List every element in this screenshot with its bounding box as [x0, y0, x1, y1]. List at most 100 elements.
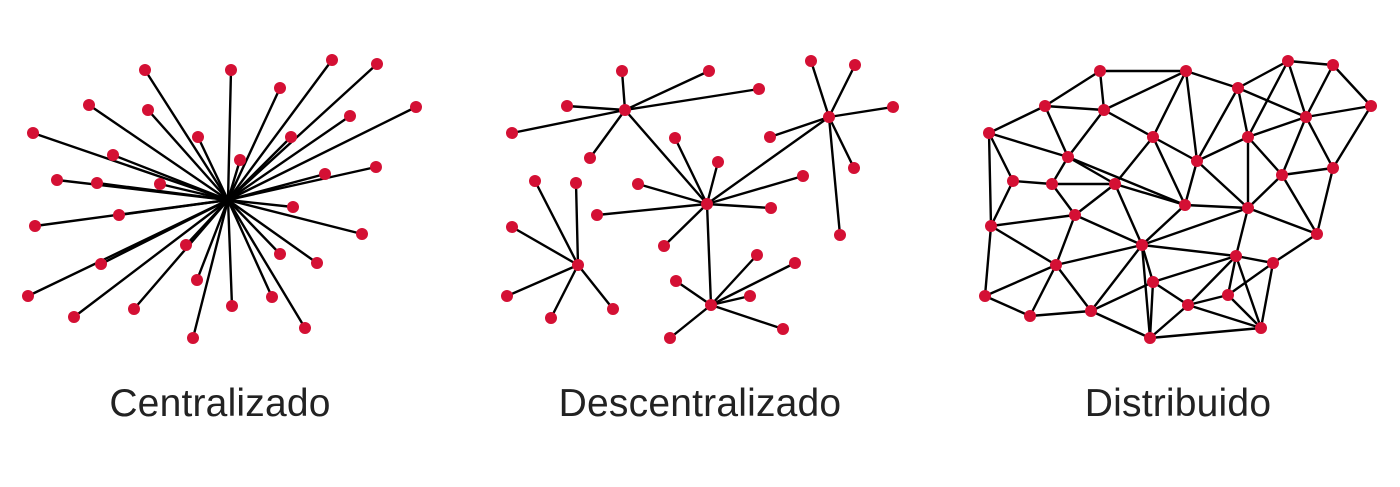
centralized-node [299, 322, 311, 334]
decentralized-node [753, 83, 765, 95]
decentralized-node [789, 257, 801, 269]
distributed-node [1179, 199, 1191, 211]
distributed-edge [1140, 203, 1187, 247]
distributed-node [1242, 131, 1254, 143]
distributed-node [1300, 111, 1312, 123]
centralized-node [187, 332, 199, 344]
distributed-edge [1043, 69, 1102, 108]
decentralized-edge [510, 108, 627, 135]
decentralized-edge [623, 108, 709, 206]
centralized-edge [146, 108, 230, 202]
distributed-edge [983, 224, 993, 298]
distributed-edge [1183, 159, 1199, 207]
distributed-edge [1073, 182, 1117, 217]
distributed-edge [1304, 104, 1373, 119]
distributed-edge [1028, 309, 1093, 318]
decentralized-network-diagram [501, 55, 899, 344]
decentralized-edge [595, 202, 709, 217]
decentralized-node [570, 177, 582, 189]
centralized-edge [226, 86, 282, 202]
decentralized-edge [705, 115, 831, 206]
distributed-edge [987, 131, 993, 228]
decentralized-edge [668, 303, 713, 340]
distributed-edge [1195, 135, 1250, 163]
distributed-edge [1151, 69, 1188, 139]
distributed-edge [1043, 104, 1070, 159]
distributed-node [1180, 65, 1192, 77]
distributed-node [1282, 55, 1294, 67]
distributed-edge [987, 104, 1047, 135]
distributed-edge [1184, 69, 1240, 90]
decentralized-edge [709, 303, 785, 331]
distributed-node [1311, 228, 1323, 240]
centralized-edge [132, 198, 230, 311]
decentralized-edge [533, 179, 580, 267]
distributed-edge [1148, 280, 1155, 340]
distributed-edge [1186, 293, 1230, 307]
decentralized-edge [623, 87, 761, 112]
decentralized-edge [620, 69, 627, 112]
distributed-edge [1151, 135, 1187, 207]
distributed-edge [1140, 206, 1250, 247]
distributed-node [1232, 82, 1244, 94]
distributed-edge [1195, 86, 1240, 163]
distributed-edge [1226, 254, 1238, 297]
centralized-edge [196, 135, 230, 202]
centralized-edge [143, 68, 230, 202]
centralized-edge [226, 158, 242, 202]
centralized-edge [226, 58, 334, 202]
decentralized-node [572, 259, 584, 271]
centralized-node [319, 168, 331, 180]
centralized-edge [111, 153, 230, 202]
centralized-network-diagram [22, 54, 422, 344]
distributed-edge [989, 224, 1058, 267]
distributed-node [1255, 322, 1267, 334]
centralized-edge [226, 198, 234, 308]
distributed-edge [1050, 182, 1077, 217]
distributed-node [1098, 104, 1110, 116]
decentralized-node [658, 240, 670, 252]
centralized-node [139, 64, 151, 76]
distributed-edge [1140, 243, 1152, 340]
distributed-node [1147, 276, 1159, 288]
decentralized-edge [565, 104, 627, 112]
distributed-edge [1102, 108, 1155, 139]
distributed-node [1147, 131, 1159, 143]
distributed-edge [1280, 115, 1308, 177]
decentralized-edge [574, 181, 580, 267]
distributed-caption: Distribuido [1084, 382, 1272, 425]
decentralized-node [703, 65, 715, 77]
decentralized-node [805, 55, 817, 67]
distributed-node [1136, 239, 1148, 251]
decentralized-node [887, 101, 899, 113]
distributed-edge [1195, 159, 1250, 210]
decentralized-edge [705, 202, 713, 307]
distributed-edge [1184, 69, 1199, 163]
distributed-node [1050, 259, 1062, 271]
decentralized-node [506, 221, 518, 233]
decentralized-edge [623, 69, 711, 112]
distributed-edge [987, 131, 1015, 183]
distributed-edge [1271, 232, 1319, 265]
distributed-node [1046, 178, 1058, 190]
distributed-node [1109, 178, 1121, 190]
centralized-node [285, 131, 297, 143]
distributed-edge [1089, 280, 1155, 313]
distributed-edge [1186, 303, 1263, 330]
distributed-edge [1151, 254, 1238, 284]
distributed-edge [1304, 63, 1335, 119]
centralized-node [370, 161, 382, 173]
decentralized-node [848, 162, 860, 174]
centralized-node [191, 274, 203, 286]
distributed-node [1144, 332, 1156, 344]
distributed-edge [987, 131, 1070, 159]
decentralized-edge [705, 174, 805, 206]
distributed-edge [1286, 59, 1335, 67]
centralized-node [311, 257, 323, 269]
decentralized-node [751, 249, 763, 261]
distributed-edge [983, 263, 1058, 298]
centralized-node [192, 131, 204, 143]
decentralized-edge [588, 108, 627, 160]
centralized-edge [226, 198, 307, 330]
distributed-edge [1183, 203, 1250, 210]
